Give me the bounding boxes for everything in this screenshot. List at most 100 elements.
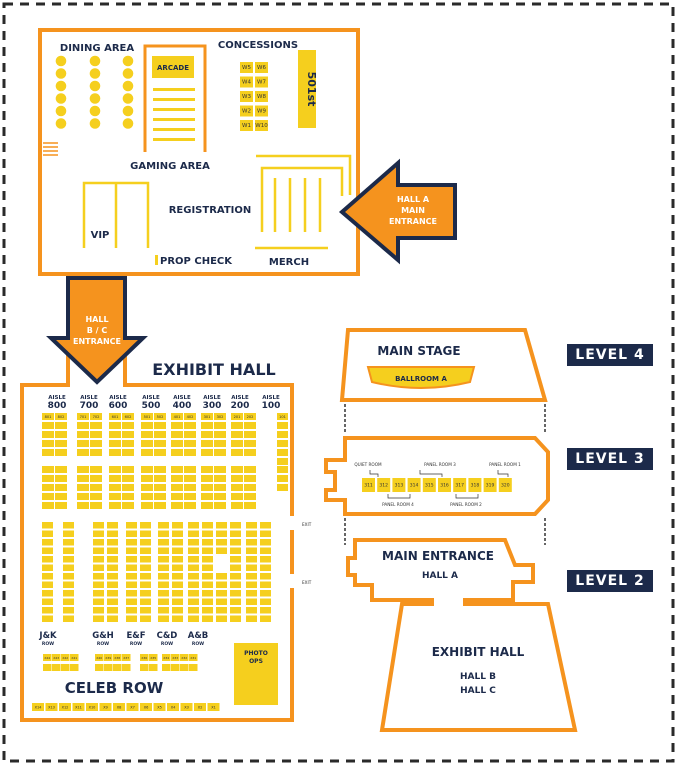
celeb-booth-label: X4: [171, 706, 176, 710]
dining-table: [55, 118, 67, 129]
exhibit-booth: [158, 564, 169, 571]
exhibit-booth: [158, 607, 169, 614]
exhibit-booth: [188, 607, 199, 614]
x-row-booth-label: X36: [141, 656, 147, 660]
exhibit-booth: [107, 530, 118, 537]
panel-room-block: [453, 478, 467, 492]
panel-room-2-label: PANEL ROOM 2: [450, 502, 482, 507]
celeb-booth: [207, 703, 220, 711]
exhibit-booth: [90, 422, 102, 429]
exhibit-booth: [260, 564, 271, 571]
celeb-booth: [99, 703, 112, 711]
level3-outline: [324, 436, 550, 516]
row-name: A&B: [188, 631, 208, 641]
exhibit-booth: [171, 440, 183, 447]
row-word: ROW: [161, 641, 173, 647]
exhibit-booth-label: 601: [112, 415, 119, 419]
exhibit-booth: [141, 484, 153, 491]
exhibit-booth: [93, 607, 104, 614]
exhibit-booth: [246, 522, 257, 529]
exhibit-booth: [77, 484, 89, 491]
photo-ops-label-1: PHOTO: [244, 650, 268, 657]
dining-table: [55, 80, 67, 92]
exhibit-booth: [214, 466, 226, 473]
exhibit-booth: [107, 615, 118, 622]
exhibit-booth: [184, 431, 196, 438]
x-row-booth: [180, 654, 189, 661]
exhibit-booth: [77, 475, 89, 482]
exhibit-booth: [244, 413, 256, 420]
exhibit-booth: [93, 556, 104, 563]
exhibit-booth: [77, 440, 89, 447]
panel-room-block: [468, 478, 482, 492]
exhibit-booth: [126, 615, 137, 622]
x-row-booth: [43, 654, 52, 661]
exhibit-booth: [93, 530, 104, 537]
aisle-number: 500: [142, 401, 161, 411]
exhibit-booth: [42, 493, 54, 500]
exhibit-booth: [122, 449, 134, 456]
exhibit-booth: [246, 573, 257, 580]
dining-table: [55, 55, 67, 67]
exhibit-booth: [172, 581, 183, 588]
exhibit-booth: [246, 615, 257, 622]
exhibit-booth-label: 501: [144, 415, 151, 419]
celeb-booth-label: X9: [103, 706, 108, 710]
exhibit-booth: [202, 556, 213, 563]
main-entrance-label: MAIN ENTRANCE: [382, 549, 494, 563]
celeb-booth-label: X7: [130, 706, 135, 710]
exhibit-booth: [63, 615, 74, 622]
exhibit-booth: [126, 607, 137, 614]
exhibit-booth: [42, 475, 54, 482]
aisle-word: AISLE: [262, 395, 280, 401]
celeb-booth: [140, 703, 152, 711]
exhibit-booth: [63, 564, 74, 571]
exhibit-booth: [202, 590, 213, 597]
exhibit-booth: [126, 581, 137, 588]
gaming-area-label: GAMING AREA: [130, 161, 210, 172]
exhibit-booth: [231, 440, 243, 447]
exhibit-booth: [63, 522, 74, 529]
dining-table: [89, 80, 101, 92]
vip-label: VIP: [91, 230, 110, 241]
exhibit-booth: [172, 590, 183, 597]
exhibit-booth: [55, 422, 67, 429]
celeb-booth: [113, 703, 125, 711]
x-row-booth: [171, 654, 180, 661]
exhibit-booth: [172, 539, 183, 546]
x-row-booth: [180, 664, 189, 671]
exhibit-booth: [216, 598, 227, 605]
dining-table: [89, 118, 101, 129]
exhibit-hall-title: EXHIBIT HALL: [152, 360, 275, 379]
exhibit-booth: [202, 598, 213, 605]
exhibit-booth: [188, 547, 199, 554]
exhibit-booth: [172, 564, 183, 571]
exhibit-booth: [260, 607, 271, 614]
exhibit-booth: [231, 502, 243, 509]
exhibit-booth: [246, 590, 257, 597]
concessions-label: CONCESSIONS: [218, 40, 298, 51]
exhibit-booth: [201, 413, 213, 420]
exhibit-booth: [172, 530, 183, 537]
exhibit-booth: [109, 475, 121, 482]
exhibit-booth: [171, 413, 183, 420]
exhibit-booth: [109, 502, 121, 509]
exhibit-booth: [171, 449, 183, 456]
aisle-number: 400: [173, 401, 192, 411]
aisle-word: AISLE: [203, 395, 221, 401]
dining-tables: [55, 55, 134, 129]
merch-label: MERCH: [269, 257, 309, 268]
level-4-badge: LEVEL 4: [567, 344, 653, 366]
x-row-booth: [189, 654, 198, 661]
exhibit-booth: [55, 431, 67, 438]
exhibit-booth: [244, 475, 256, 482]
x-row-booth: [162, 664, 171, 671]
exhibit-booth: [244, 431, 256, 438]
x-row-booth: [140, 654, 149, 661]
panel-room-block: [483, 478, 497, 492]
row-name: E&F: [126, 631, 145, 641]
hall-a-label: HALL A: [422, 571, 458, 581]
